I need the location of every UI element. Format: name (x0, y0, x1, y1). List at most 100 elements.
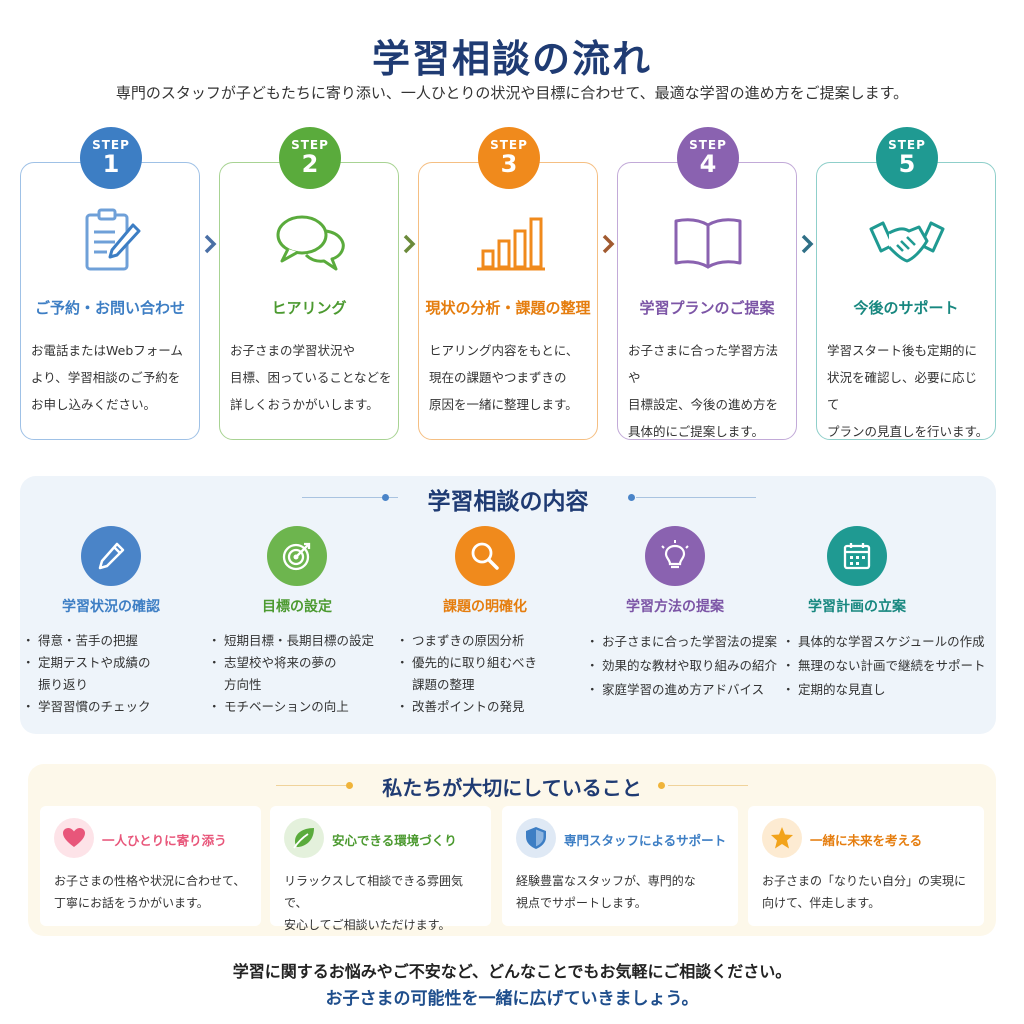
step-description-line: より、学習相談のご予約を (31, 370, 181, 385)
star-icon (762, 818, 802, 858)
step-description: 学習スタート後も定期的に 状況を確認し、必要に応じて プランの見直しを行います。 (827, 337, 989, 445)
calendar-icon (827, 526, 887, 586)
step-badge: STEP 4 (677, 127, 739, 189)
step-number: 3 (500, 150, 518, 178)
step-number: 5 (898, 150, 916, 178)
value-card-line: お子さまの「なりたい自分」の実現に (762, 874, 967, 888)
closing-message: 学習に関するお悩みやご不安など、どんなことでもお気軽にご相談ください。 (232, 962, 792, 981)
page-lead: 専門のスタッフが子どもたちに寄り添い、一人ひとりの状況や目標に合わせて、最適な学… (115, 84, 909, 102)
clipboard-pencil-icon (71, 205, 151, 277)
step-badge: STEP 1 (80, 127, 142, 189)
step-description-line: お電話またはWebフォーム (31, 343, 183, 358)
open-book-icon (668, 205, 748, 277)
value-card-line: 安心してご相談いただけます。 (284, 918, 451, 932)
bar-chart-icon (469, 205, 549, 277)
step-title: 現状の分析・課題の整理 (425, 299, 591, 317)
step-description-line: 現在の課題やつまずきの (429, 370, 567, 385)
step-flow: STEP 1 ご予約・お問い合わせ お電話またはWebフォーム より、学習相談の… (20, 126, 1004, 446)
list-item: 具体的な学習スケジュールの作成 (782, 630, 994, 654)
step-badge: STEP 2 (279, 127, 341, 189)
chevron-right-icon (403, 234, 416, 254)
step-description: お子さまの学習状況や 目標、困っていることなどを 詳しくおうかがいします。 (230, 337, 392, 418)
divider (636, 497, 756, 498)
divider (276, 785, 346, 786)
step-number: 4 (699, 150, 717, 178)
dot (658, 782, 665, 789)
step-description-line: お子さまに合った学習方法や (628, 343, 779, 385)
list-item: 得意・苦手の把握 (22, 630, 212, 652)
step-title: 学習プランのご提案 (639, 299, 775, 317)
magnifier-icon (455, 526, 515, 586)
step-title: ヒアリング (271, 299, 347, 317)
step-description-line: 具体的にご提案します。 (628, 424, 765, 439)
step-label: STEP (92, 138, 130, 152)
dot (382, 494, 389, 501)
value-card-title: 専門スタッフによるサポート (564, 833, 727, 848)
step-label: STEP (490, 138, 528, 152)
content-item-title: 学習方法の提案 (626, 599, 724, 615)
list-item: 改善ポイントの発見 (396, 696, 586, 718)
list-item: つまずきの原因分析 (396, 630, 586, 652)
step-description-line: 学習スタート後も定期的に (827, 343, 978, 358)
content-item-list: お子さまに合った学習法の提案 効果的な教材や取り組みの紹介 家庭学習の進め方アド… (586, 630, 788, 702)
step-card-1: STEP 1 ご予約・お問い合わせ お電話またはWebフォーム より、学習相談の… (20, 127, 200, 440)
dot (346, 782, 353, 789)
content-item-list: つまずきの原因分析 優先的に取り組むべき 課題の整理 改善ポイントの発見 (396, 630, 586, 718)
content-item-list: 具体的な学習スケジュールの作成 無理のない計画で継続をサポート 定期的な見直し (782, 630, 994, 702)
chevron-right-icon (204, 234, 217, 254)
value-card-description: 経験豊富なスタッフが、専門的な 視点でサポートします。 (516, 870, 716, 914)
value-card-description: お子さまの性格や状況に合わせて、 丁寧にお話をうかがいます。 (54, 870, 254, 914)
step-description-line: 状況を確認し、必要に応じて (827, 370, 978, 412)
pencil-icon (81, 526, 141, 586)
step-description-line: 原因を一緒に整理します。 (429, 397, 578, 412)
chevron-right-icon (801, 234, 814, 254)
value-card-line: 丁寧にお話をうかがいます。 (54, 896, 209, 910)
step-description-line: プランの見直しを行います。 (827, 424, 989, 439)
value-card-line: 向けて、伴走します。 (762, 896, 881, 910)
list-item: 効果的な教材や取り組みの紹介 (586, 654, 788, 678)
list-item: 家庭学習の進め方アドバイス (586, 678, 788, 702)
step-badge: STEP 5 (876, 127, 938, 189)
value-card-title: 一人ひとりに寄り添う (102, 833, 227, 848)
content-item-list: 短期目標・長期目標の設定 志望校や将来の夢の 方向性 モチベーションの向上 (208, 630, 398, 718)
step-card-3: STEP 3 現状の分析・課題の整理 ヒアリング内容をもとに、 現在の課題やつま… (418, 127, 598, 440)
step-description-line: 目標、困っていることなどを (230, 370, 392, 385)
content-item-list: 得意・苦手の把握 定期テストや成績の 振り返り 学習習慣のチェック (22, 630, 212, 718)
leaf-icon (284, 818, 324, 858)
value-card-line: リラックスして相談できる雰囲気で、 (284, 874, 464, 910)
value-card-line: 経験豊富なスタッフが、専門的な (516, 874, 696, 888)
value-card-safe-environment: 安心できる環境づくり リラックスして相談できる雰囲気で、 安心してご相談いただけ… (270, 806, 491, 932)
step-label: STEP (888, 138, 926, 152)
list-item: 学習習慣のチェック (22, 696, 212, 718)
value-card-line: お子さまの性格や状況に合わせて、 (54, 874, 246, 888)
list-item: 短期目標・長期目標の設定 (208, 630, 398, 652)
content-item-title: 学習計画の立案 (808, 599, 906, 615)
values-panel: 私たちが大切にしていること 一人ひとりに寄り添う お子さまの性格や状況に合わせて… (28, 764, 996, 936)
value-card-close-support: 一人ひとりに寄り添う お子さまの性格や状況に合わせて、 丁寧にお話をうかがいます… (40, 806, 261, 926)
step-description-line: 目標設定、今後の進め方を (628, 397, 779, 412)
step-label: STEP (689, 138, 727, 152)
dot (628, 494, 635, 501)
heart-icon (54, 818, 94, 858)
step-description-line: ヒアリング内容をもとに、 (429, 343, 579, 358)
section-title: 学習相談の内容 (20, 482, 996, 516)
shield-icon (516, 818, 556, 858)
step-number: 2 (301, 150, 319, 178)
closing-tagline: お子さまの可能性を一緒に広げていきましょう。 (325, 989, 699, 1009)
step-description: お子さまに合った学習方法や 目標設定、今後の進め方を 具体的にご提案します。 (628, 337, 790, 445)
value-card-description: お子さまの「なりたい自分」の実現に 向けて、伴走します。 (762, 870, 980, 914)
divider (668, 785, 748, 786)
list-item: 志望校や将来の夢の 方向性 (208, 652, 398, 696)
target-icon (267, 526, 327, 586)
value-card-future-together: 一緒に未来を考える お子さまの「なりたい自分」の実現に 向けて、伴走します。 (748, 806, 984, 926)
step-card-4: STEP 4 学習プランのご提案 お子さまに合った学習方法や 目標設定、今後の進… (617, 127, 797, 440)
chevron-right-icon (602, 234, 615, 254)
content-item-title: 目標の設定 (262, 599, 332, 615)
list-item: お子さまに合った学習法の提案 (586, 630, 788, 654)
content-item-title: 課題の明確化 (443, 599, 527, 615)
consultation-content-panel: 学習相談の内容 学習状況の確認 得意・苦手の把握 定期テストや成績の 振り返り … (20, 476, 996, 734)
list-item: 定期テストや成績の 振り返り (22, 652, 212, 696)
step-title: 今後のサポート (853, 299, 959, 317)
value-card-title: 一緒に未来を考える (810, 833, 923, 848)
section-title-text: 私たちが大切にしていること (382, 776, 642, 800)
